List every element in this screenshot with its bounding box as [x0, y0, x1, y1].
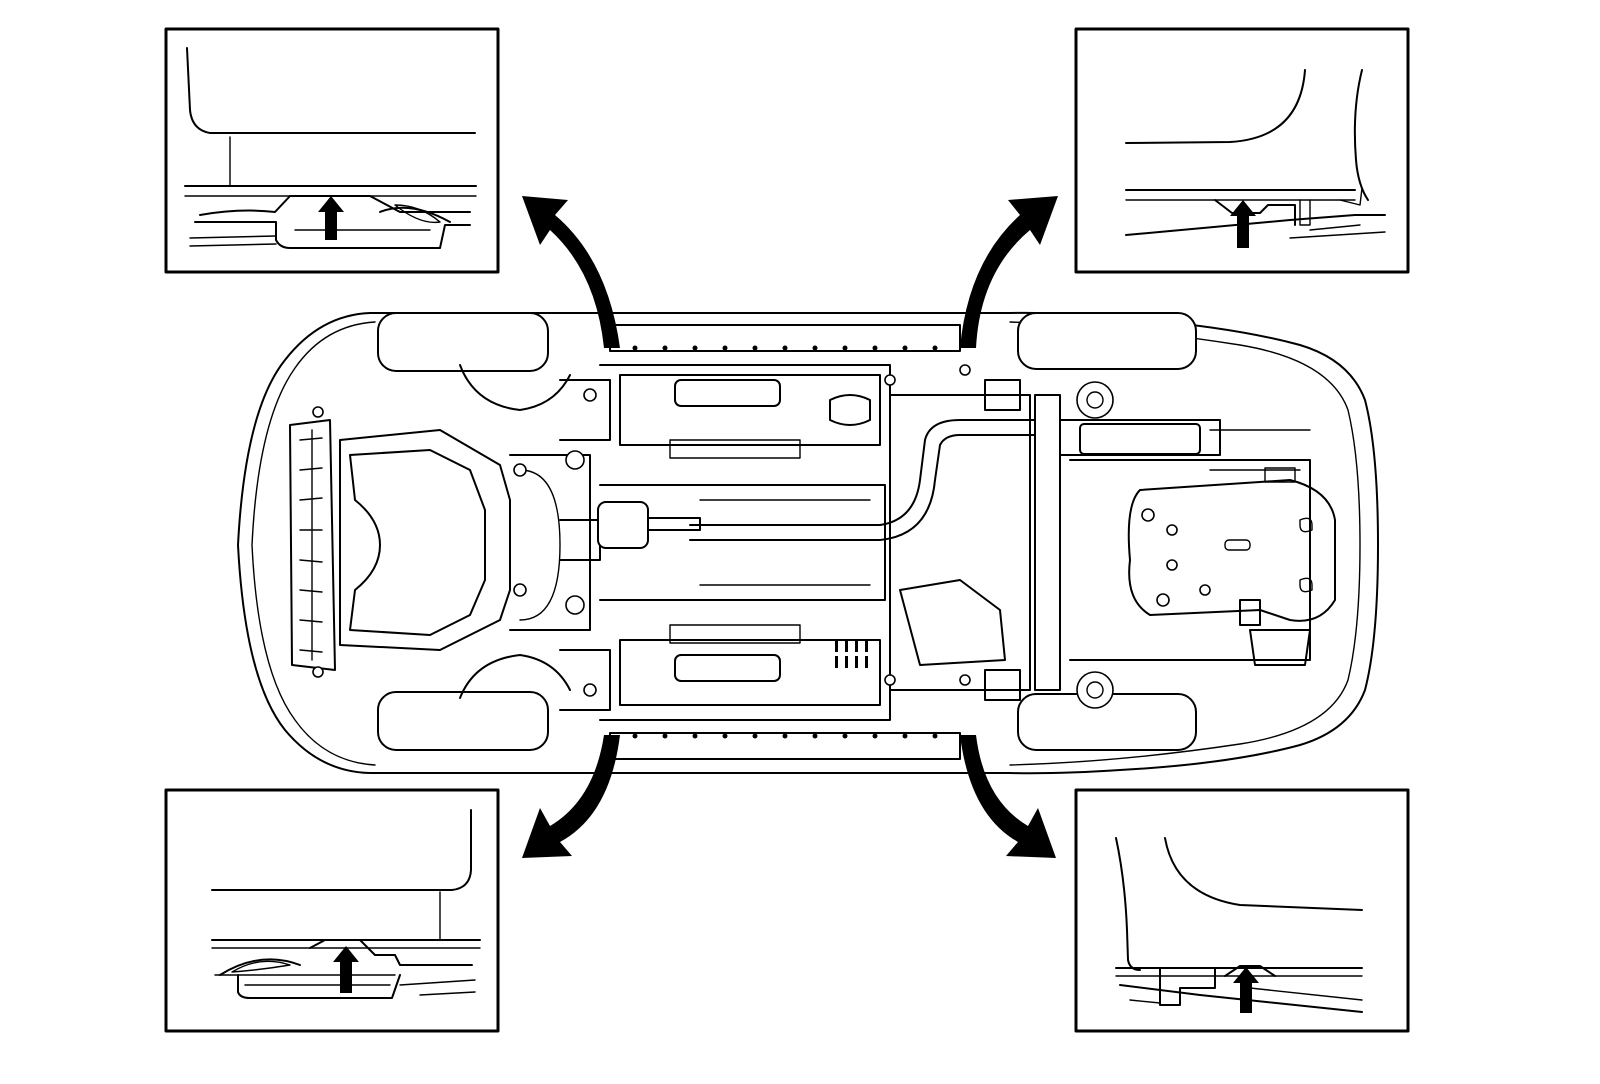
- muffler: [597, 501, 649, 549]
- arrow-rear-right: [960, 735, 1056, 858]
- arrow-front-left: [522, 196, 620, 348]
- rear-left-tire: [1017, 312, 1197, 370]
- lift-point-arrow: [318, 196, 344, 240]
- rear-crossmember: [1034, 394, 1061, 691]
- lift-point-arrow: [1233, 967, 1259, 1013]
- vehicle-underbody: [237, 311, 1379, 775]
- callout-arrows: [522, 196, 1058, 858]
- inset-front-right: [164, 788, 500, 1033]
- front-right-tire: [377, 691, 549, 751]
- front-left-tire: [377, 312, 549, 372]
- lift-point-arrow: [333, 946, 359, 993]
- inset-front-left: [164, 27, 500, 274]
- arrow-rear-left: [960, 196, 1058, 348]
- rocker-bolts: [632, 345, 938, 739]
- arrow-front-right: [522, 735, 620, 858]
- inset-rear-right: [1074, 788, 1410, 1033]
- floor-vents: [835, 640, 868, 668]
- inset-rear-left: [1074, 27, 1410, 274]
- lift-point-arrow: [1230, 200, 1256, 248]
